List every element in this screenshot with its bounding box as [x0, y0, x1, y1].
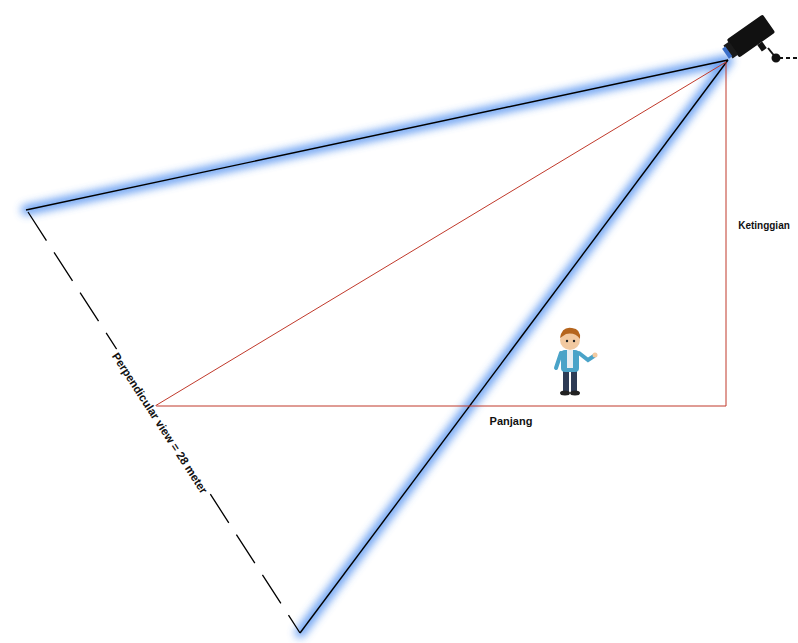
perpendicular-line — [28, 212, 300, 633]
dimension-label: Perpendicular view = 28 meter — [108, 348, 212, 498]
camera-mount — [768, 48, 798, 62]
cctv-camera — [719, 14, 780, 69]
view-edge — [26, 60, 728, 633]
view-glow — [26, 60, 728, 633]
length-label: Panjang — [490, 415, 533, 427]
height-label: Ketinggian — [738, 220, 790, 231]
geometry-line — [155, 62, 726, 406]
person-figure — [556, 328, 598, 396]
